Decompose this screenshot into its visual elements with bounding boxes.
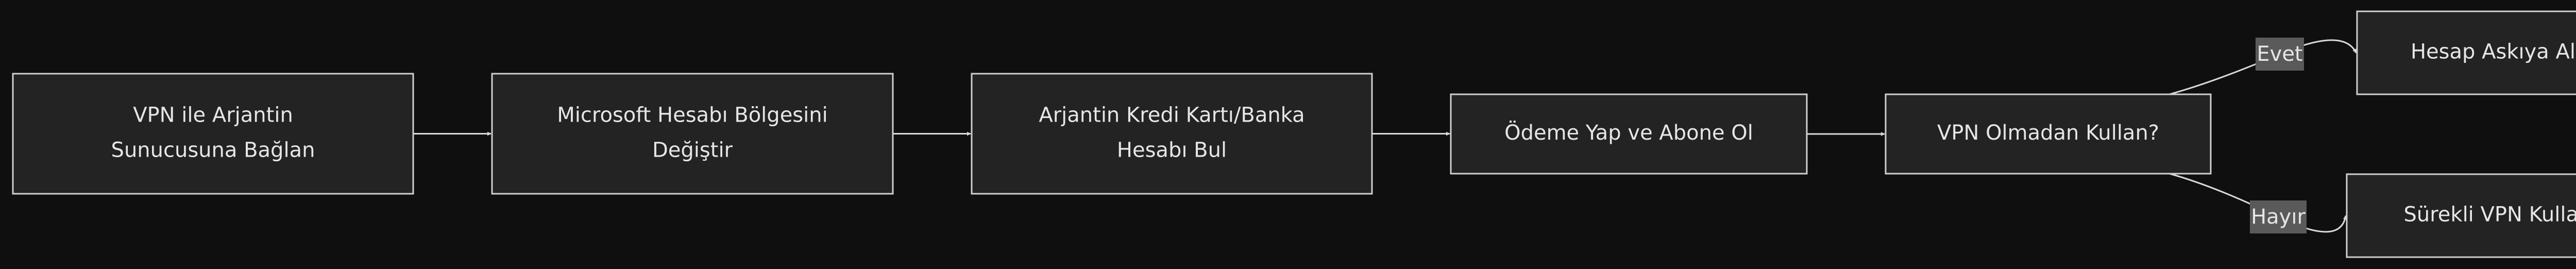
node-text-card: Arjantin Kredi Kartı/Banka [1039,104,1304,127]
node-text-continuous: Sürekli VPN Kullanımı [2403,203,2576,227]
edge-label-continuous: Hayır [2250,200,2307,233]
node-box-suspended [2356,10,2576,95]
edge-label-text: Hayır [2251,205,2306,229]
node-pay: Ödeme Yap ve Abone Ol [1450,93,1808,175]
node-box-pay [1450,93,1808,175]
node-text-connect: VPN ile Arjantin [133,104,293,127]
node-text-suspended: Hesap Askıya Alınır! [2411,40,2576,64]
edge-label-bg [2250,200,2307,233]
node-box-region [491,73,894,195]
node-text-region: Değiştir [652,139,733,162]
node-box-card [971,73,1373,195]
node-decision: VPN Olmadan Kullan? [1885,93,2212,175]
node-box-decision [1885,93,2212,175]
node-text-pay: Ödeme Yap ve Abone Ol [1504,120,1753,145]
edge-label-text: Evet [2257,42,2302,66]
node-text-decision: VPN Olmadan Kullan? [1937,121,2159,145]
edge-label-suspended: Evet [2256,38,2304,71]
node-text-region: Microsoft Hesabı Bölgesini [557,104,827,127]
node-suspended: Hesap Askıya Alınır! [2356,10,2576,95]
node-text-card: Hesabı Bul [1117,139,1227,162]
node-box-continuous [2346,173,2576,258]
node-text-connect: Sunucusuna Bağlan [111,139,315,162]
node-box-connect [12,73,414,195]
node-continuous: Sürekli VPN Kullanımı [2346,173,2576,258]
edge-label-bg [2256,38,2304,71]
